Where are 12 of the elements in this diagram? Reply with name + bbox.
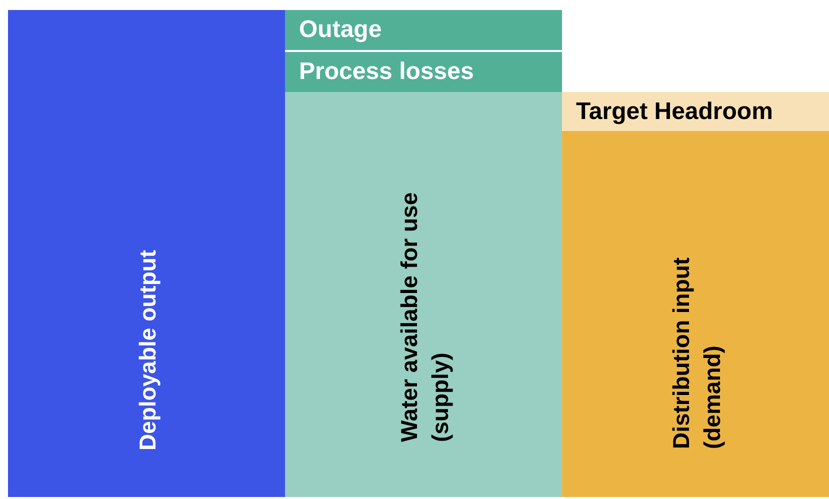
band-block xyxy=(285,52,562,92)
band-label: Target Headroom xyxy=(576,98,773,126)
bar-block xyxy=(285,92,562,497)
bar-block xyxy=(8,10,285,497)
band-block xyxy=(562,92,829,131)
band-block xyxy=(285,10,562,50)
block-label: Distribution input (demand) xyxy=(666,256,726,450)
band-label: Outage xyxy=(299,16,382,44)
block-label: Water available for use (supply) xyxy=(394,191,454,442)
band-label: Process losses xyxy=(299,58,474,86)
block-label: Deployable output xyxy=(133,248,162,450)
bar-block xyxy=(562,131,829,497)
